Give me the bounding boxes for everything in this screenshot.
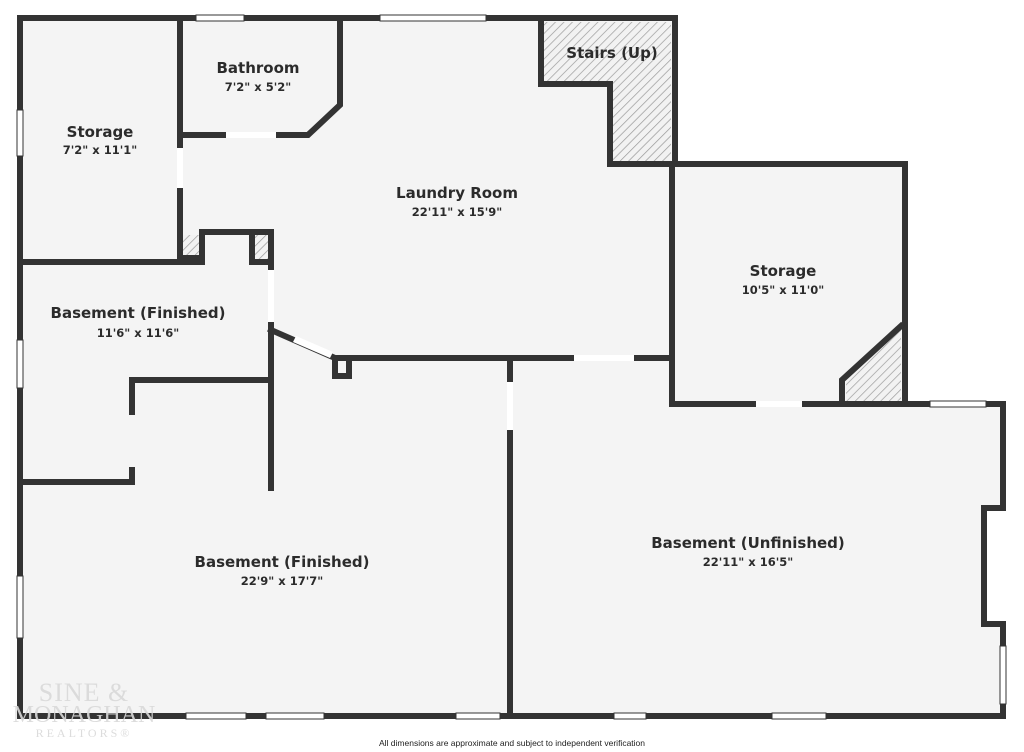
room-name-bathroom: Bathroom [216,59,299,77]
logo-line-1: SINE & [38,678,130,707]
door-opening [293,336,333,358]
room-labels: Bathroom 7'2" x 5'2" Storage 7'2" x 11'1… [51,44,845,588]
room-name-basement-finished-large: Basement (Finished) [195,553,370,571]
room-dims-bathroom: 7'2" x 5'2" [225,80,291,94]
window [265,712,325,720]
room-name-laundry: Laundry Room [396,184,518,202]
room-dims-basement-unfinished: 22'11" x 16'5" [703,555,793,569]
windows [16,14,1007,720]
logo-line-3: REALTORS® [35,726,133,740]
room-dims-storage-nw: 7'2" x 11'1" [63,143,137,157]
logo-line-2: MONAGHAN [12,702,156,728]
door-opening [507,382,513,430]
chase-hatch-2 [254,235,269,259]
window [16,575,24,639]
room-name-storage-nw: Storage [67,123,134,141]
room-dims-basement-finished-large: 22'9" x 17'7" [241,574,323,588]
door-opening [756,401,802,407]
room-name-storage-e: Storage [750,262,817,280]
window [16,109,24,157]
door-opening [226,132,276,138]
room-dims-basement-finished-small: 11'6" x 11'6" [97,326,179,340]
window [16,339,24,389]
room-name-basement-finished-small: Basement (Finished) [51,304,226,322]
room-dims-laundry: 22'11" x 15'9" [412,205,502,219]
disclaimer: All dimensions are approximate and subje… [378,738,646,748]
window [379,14,487,22]
window [185,712,247,720]
hatched-areas [183,22,901,401]
window [613,712,647,720]
chase-hatch-1 [183,235,201,259]
storage-closet-hatch [846,330,901,401]
door-opening [268,270,274,322]
room-dims-storage-e: 10'5" x 11'0" [742,283,824,297]
realtor-logo: SINE & MONAGHAN REALTORS® [4,678,164,748]
window [929,400,987,408]
door-opening [574,355,634,361]
stairs-hatch [541,22,671,164]
door-opening [177,148,183,188]
window [195,14,245,22]
window [999,645,1007,705]
window [455,712,501,720]
window [771,712,827,720]
room-name-basement-unfinished: Basement (Unfinished) [651,534,845,552]
room-name-stairs: Stairs (Up) [566,44,657,62]
door-openings [177,132,802,430]
